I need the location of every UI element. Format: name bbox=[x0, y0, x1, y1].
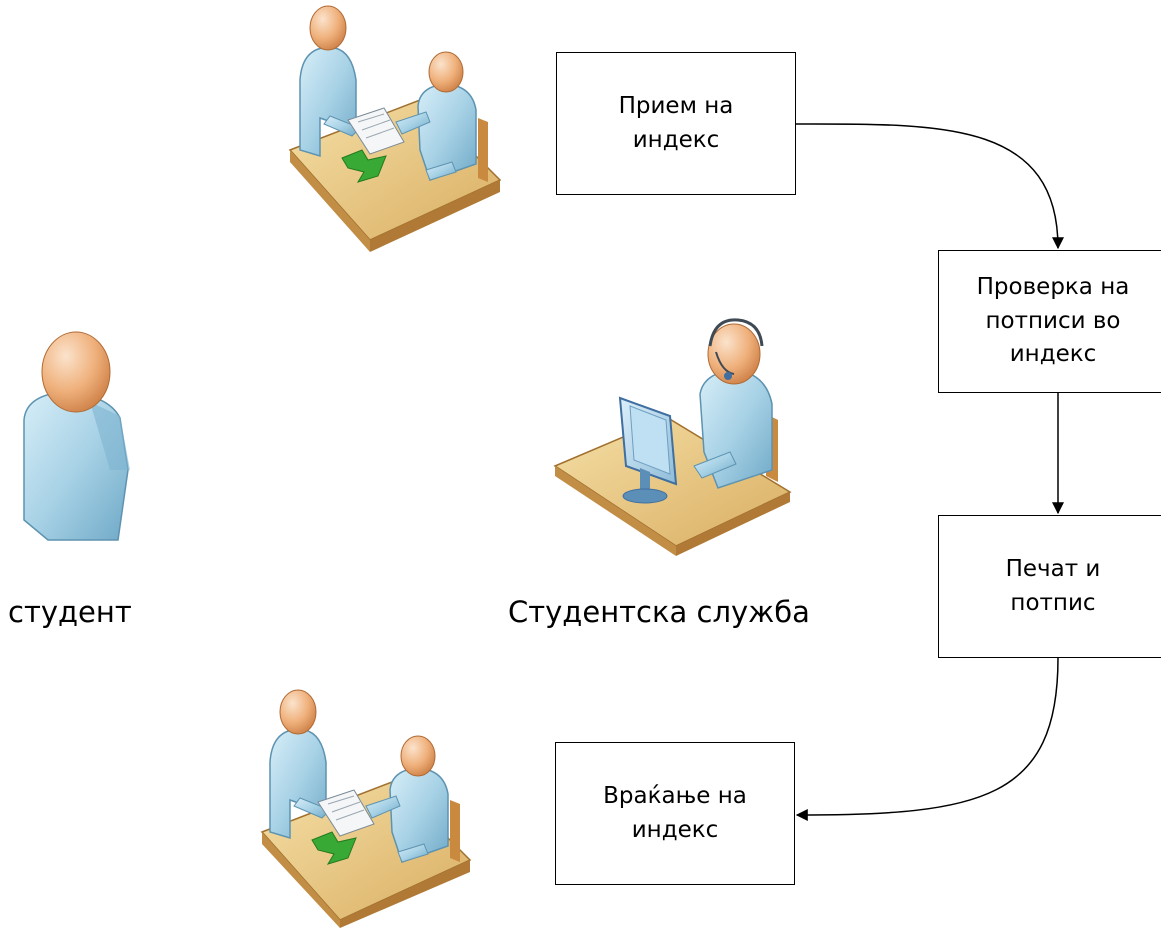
student-person-icon bbox=[23, 331, 130, 541]
office-worker-computer-icon bbox=[553, 318, 792, 556]
step-check-signatures-box: Проверка на потписи во индекс bbox=[938, 250, 1161, 393]
handover-desk-icon bbox=[288, 5, 502, 252]
connector-stamp-to-return bbox=[795, 657, 1059, 821]
step-stamp-and-sign-box: Печат и потпис bbox=[938, 515, 1161, 658]
handover-desk-icon bbox=[260, 689, 472, 928]
step-receive-index-box: Прием на индекс bbox=[556, 52, 796, 195]
student-label: студент bbox=[8, 595, 132, 629]
student-service-label: Студентска служба bbox=[508, 595, 810, 629]
step-return-index-box: Враќање на индекс bbox=[555, 742, 795, 885]
connector-receive-to-check bbox=[795, 123, 1064, 250]
